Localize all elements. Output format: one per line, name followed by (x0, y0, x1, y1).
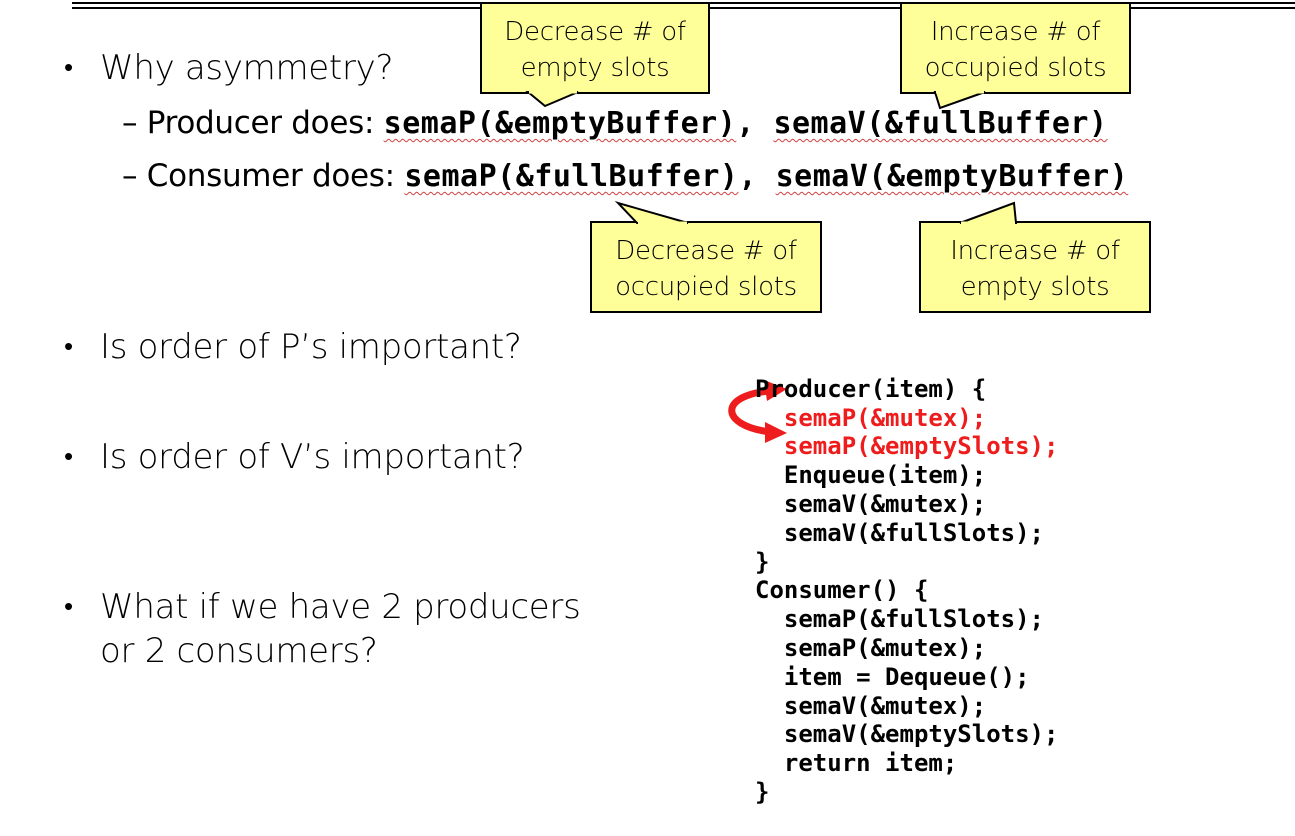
bullet-two-producers: • What if we have 2 producers or 2 consu… (64, 585, 581, 673)
consumer-call-1: semaP(&fullBuffer) (404, 159, 739, 194)
callout-tail-bottom-right (959, 201, 1018, 225)
callout-tail-bottom-left (614, 201, 689, 225)
callout-tail-top-right (933, 90, 986, 110)
callout-line: Decrease # of (504, 17, 686, 47)
bullet-text-line-1: What if we have 2 producers (100, 587, 581, 627)
code-line-consumer-semap-fullslots: semaP(&fullSlots); (755, 605, 1044, 634)
code-line-consumer-return: return item; (755, 749, 958, 778)
code-line-producer-header: Producer(item) { (755, 374, 987, 403)
consumer-sep: , (738, 159, 776, 194)
callout-increase-occupied: Increase # of occupied slots (900, 2, 1131, 94)
bullet-dot: • (64, 442, 73, 472)
callout-line: occupied slots (615, 272, 797, 302)
consumer-line: – Consumer does: semaP(&fullBuffer), sem… (122, 156, 1128, 197)
code-block: Producer(item) { semaP(&mutex); semaP(&e… (755, 346, 1058, 836)
producer-call-1: semaP(&emptyBuffer) (383, 106, 737, 141)
bullet-order-of-v: • Is order of V’s important? (64, 435, 525, 479)
callout-line: empty slots (520, 53, 670, 83)
consumer-call-2: semaV(&emptyBuffer) (775, 159, 1129, 194)
callout-line: Increase # of (950, 236, 1120, 266)
callout-decrease-empty: Decrease # of empty slots (480, 2, 710, 94)
curved-swap-arrow-icon (728, 380, 787, 443)
callout-line: empty slots (960, 272, 1110, 302)
producer-sep: , (736, 106, 774, 141)
code-line-consumer-semap-mutex: semaP(&mutex); (755, 633, 987, 662)
code-line-consumer-dequeue: item = Dequeue(); (755, 662, 1030, 691)
callout-line: Decrease # of (615, 236, 797, 266)
bullet-dot: • (64, 332, 73, 362)
code-line-consumer-semav-mutex: semaV(&mutex); (755, 691, 987, 720)
bullet-why-asymmetry: • Why asymmetry? (64, 46, 394, 90)
bullet-text: Is order of P’s important? (100, 327, 522, 367)
code-line-producer-semav-fullslots: semaV(&fullSlots); (755, 518, 1044, 547)
code-line-consumer-semav-emptyslots: semaV(&emptySlots); (755, 720, 1059, 749)
consumer-prefix: – Consumer does: (122, 158, 405, 194)
bullet-text: Is order of V’s important? (100, 437, 525, 477)
code-line-consumer-header: Consumer() { (755, 576, 929, 605)
code-line-producer-enqueue: Enqueue(item); (755, 461, 987, 490)
code-line-producer-semav-mutex: semaV(&mutex); (755, 489, 987, 518)
callout-line: occupied slots (924, 53, 1107, 83)
callout-increase-empty: Increase # of empty slots (919, 221, 1151, 313)
code-line-consumer-close: } (755, 777, 770, 806)
code-line-producer-semap-mutex: semaP(&mutex); (755, 403, 987, 432)
bullet-order-of-p: • Is order of P’s important? (64, 325, 522, 369)
producer-line: – Producer does: semaP(&emptyBuffer), se… (122, 103, 1108, 144)
bullet-dot: • (64, 592, 73, 622)
callout-line: Increase # of (930, 17, 1101, 47)
bullet-dot: • (64, 53, 73, 83)
code-line-producer-semap-emptyslots: semaP(&emptySlots); (755, 432, 1059, 461)
producer-prefix: – Producer does: (122, 105, 384, 141)
code-line-producer-close: } (755, 547, 770, 576)
bullet-text: Why asymmetry? (100, 48, 394, 88)
bullet-text-line-2: or 2 consumers? (100, 631, 378, 671)
producer-call-2: semaV(&fullBuffer) (773, 106, 1108, 141)
callout-tail-top-left (525, 90, 579, 108)
callout-decrease-occupied: Decrease # of occupied slots (590, 221, 822, 313)
